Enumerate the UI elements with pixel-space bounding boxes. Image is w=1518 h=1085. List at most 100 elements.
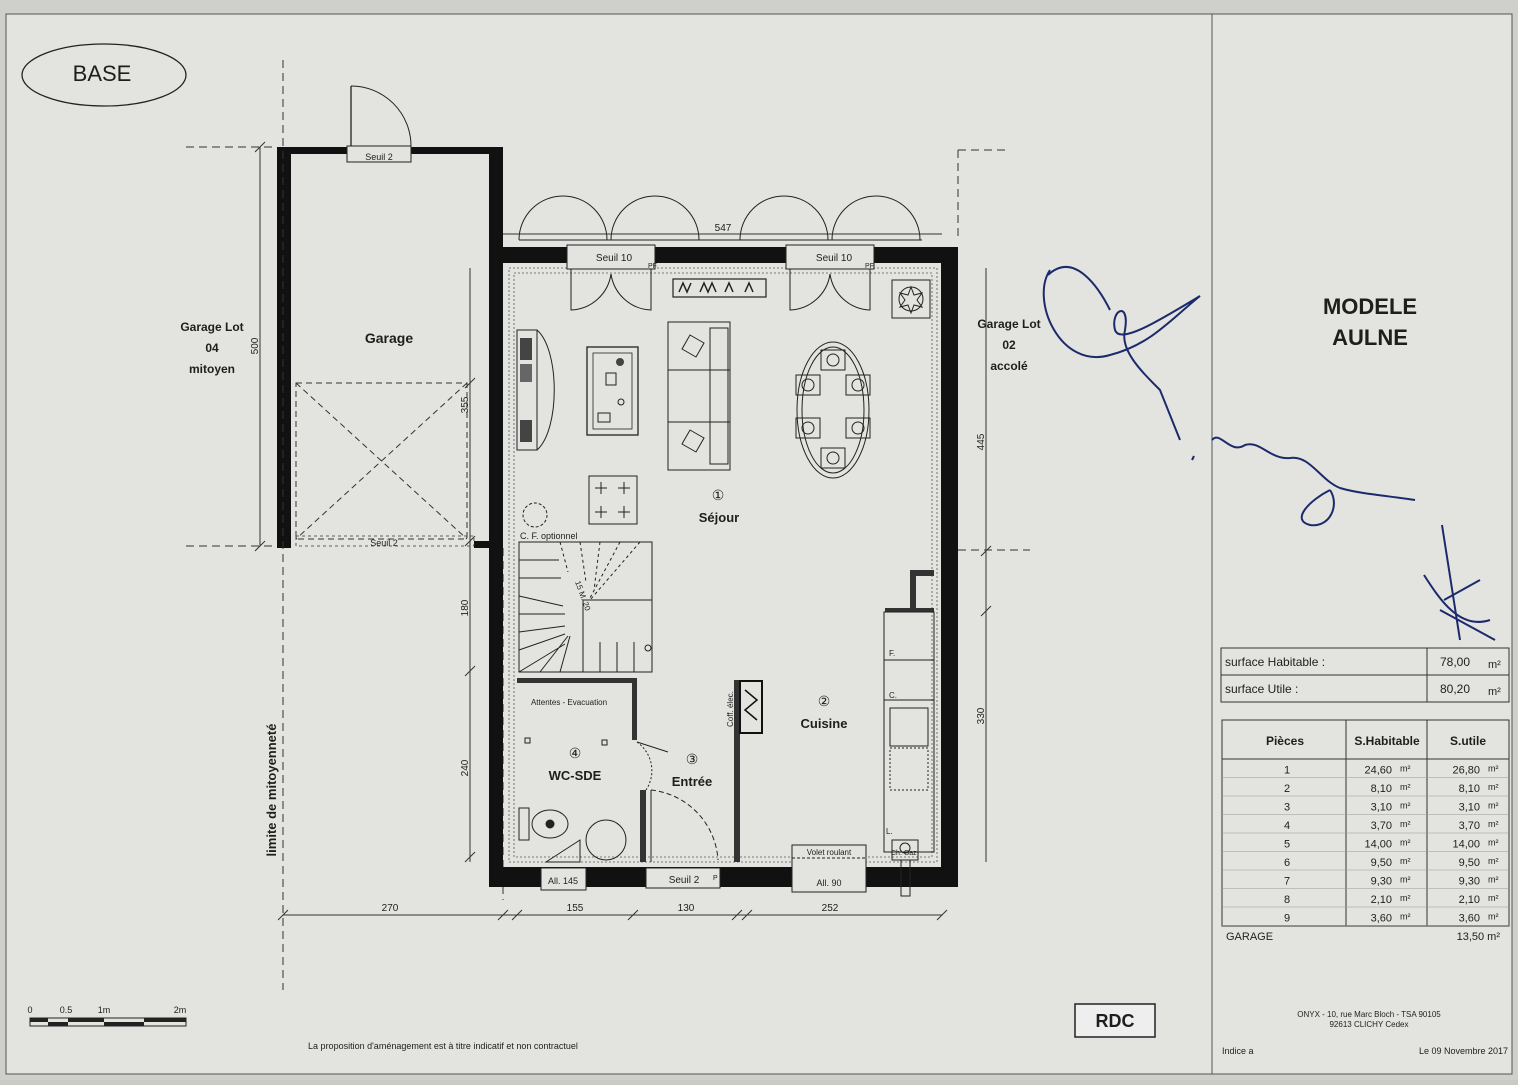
table-cell-utile-unit: m² [1488, 893, 1499, 903]
scale-1m: 1m [98, 1005, 111, 1015]
seuil-garage-top: Seuil 2 [365, 152, 393, 162]
base-badge-label: BASE [73, 61, 132, 86]
table-cell-habitable: 3,10 [1371, 802, 1392, 814]
window-all-145 [540, 867, 587, 891]
surface-habitable-value: 78,00 [1440, 655, 1470, 669]
table-cell-utile-unit: m² [1488, 782, 1499, 792]
kitchen-c-label: C. [889, 691, 897, 700]
insulation [508, 267, 938, 863]
entree-label: Entrée [672, 774, 712, 789]
seuil-entree-label: Seuil 2 [669, 875, 700, 886]
table-cell-piece: 3 [1284, 802, 1290, 814]
entree-number: ③ [686, 751, 699, 767]
coff-elec-label: Coff. élec. [726, 691, 735, 727]
table-cell-utile-unit: m² [1488, 801, 1499, 811]
right-neighbor-line3: accolé [990, 359, 1028, 373]
garage-row-value: 13,50 m² [1457, 931, 1501, 943]
signature [1042, 266, 1496, 641]
sejour-label: Séjour [699, 510, 739, 525]
table-cell-habitable: 8,10 [1371, 783, 1392, 795]
address-line2: 92613 CLICHY Cedex [1329, 1020, 1408, 1029]
table-cell-habitable-unit: m² [1400, 764, 1411, 774]
table-cell-habitable: 3,60 [1371, 913, 1392, 925]
kitchen-l-label: L. [886, 827, 893, 836]
left-neighbor-line1: Garage Lot [180, 320, 243, 334]
all-90-label: All. 90 [816, 878, 841, 888]
scale-05: 0.5 [60, 1005, 73, 1015]
window-all-90 [791, 844, 867, 893]
table-cell-utile-unit: m² [1488, 838, 1499, 848]
dim-252: 252 [822, 903, 839, 914]
bathroom-fixtures [518, 737, 627, 863]
window-opening-right [785, 244, 875, 270]
dim-155: 155 [567, 903, 584, 914]
table-cell-utile: 2,10 [1459, 894, 1480, 906]
table-cell-habitable-unit: m² [1400, 801, 1411, 811]
radiator-fins [678, 281, 754, 294]
table-cell-habitable-unit: m² [1400, 875, 1411, 885]
wc-label: WC-SDE [549, 768, 602, 783]
table-cell-habitable-unit: m² [1400, 782, 1411, 792]
seuil-10-left: Seuil 10 [596, 253, 633, 264]
scale-2m: 2m [174, 1005, 187, 1015]
table-cell-habitable-unit: m² [1400, 838, 1411, 848]
dim-547: 547 [715, 223, 732, 234]
cf-optional-label: C. F. optionnel [520, 531, 578, 541]
table-cell-utile-unit: m² [1488, 912, 1499, 922]
limit-label: limite de mitoyenneté [264, 724, 279, 857]
indice-label: Indice a [1222, 1046, 1254, 1056]
table-cell-utile: 14,00 [1452, 839, 1480, 851]
kitchen-f-label: F. [889, 649, 895, 658]
sejour-number: ① [712, 487, 725, 503]
dim-445: 445 [976, 433, 987, 450]
cuisine-number: ② [818, 693, 831, 709]
rdc-box [1074, 1003, 1156, 1038]
dim-270: 270 [382, 903, 399, 914]
right-neighbor-line1: Garage Lot [977, 317, 1040, 331]
seuil-10-right: Seuil 10 [816, 253, 853, 264]
table-cell-utile: 9,30 [1459, 876, 1480, 888]
rdc-label: RDC [1096, 1011, 1135, 1031]
model-title-line2: AULNE [1332, 325, 1408, 350]
cuisine-label: Cuisine [801, 716, 848, 731]
disclaimer: La proposition d'aménagement est à titre… [308, 1041, 578, 1051]
radiator [672, 278, 767, 298]
window-opening-left [566, 244, 656, 270]
surface-habitable-label: surface Habitable : [1225, 655, 1325, 669]
surface-utile-value: 80,20 [1440, 682, 1470, 696]
dim-130: 130 [678, 903, 695, 914]
date-label: Le 09 Novembre 2017 [1419, 1046, 1508, 1056]
table-cell-habitable-unit: m² [1400, 912, 1411, 922]
volet-label: Volet roulant [807, 848, 852, 857]
table-cell-utile-unit: m² [1488, 819, 1499, 829]
table-cell-habitable: 9,50 [1371, 857, 1392, 869]
table-cell-utile: 3,70 [1459, 820, 1480, 832]
table-header-utile: S.utile [1450, 734, 1486, 748]
table-cell-habitable-unit: m² [1400, 893, 1411, 903]
table-cell-piece: 9 [1284, 913, 1290, 925]
right-neighbor-line2: 02 [1002, 338, 1016, 352]
electric-panel [739, 680, 763, 734]
dim-355: 355 [460, 396, 471, 413]
table-cell-utile: 9,50 [1459, 857, 1480, 869]
table-cell-habitable: 14,00 [1364, 839, 1392, 851]
table-cell-habitable-unit: m² [1400, 856, 1411, 866]
electric-panel-symbol [743, 689, 759, 721]
coffee-table [586, 346, 639, 436]
dining-table [795, 341, 871, 479]
p-entree-label: P [713, 875, 718, 882]
model-title-line1: MODELE [1323, 294, 1417, 319]
table-cell-piece: 8 [1284, 894, 1290, 906]
sheet-frame [5, 13, 1513, 1075]
garage-label: Garage [365, 330, 413, 346]
table-cell-piece: 5 [1284, 839, 1290, 851]
left-neighbor-line2: 04 [205, 341, 219, 355]
sofa [667, 321, 731, 471]
ch-gaz-label: Ch. Gaz [891, 850, 917, 857]
address-line1: ONYX - 10, rue Marc Bloch - TSA 90105 [1297, 1010, 1441, 1019]
table-cell-utile-unit: m² [1488, 856, 1499, 866]
gas-flue [900, 859, 911, 897]
wc-number: ④ [569, 745, 582, 761]
